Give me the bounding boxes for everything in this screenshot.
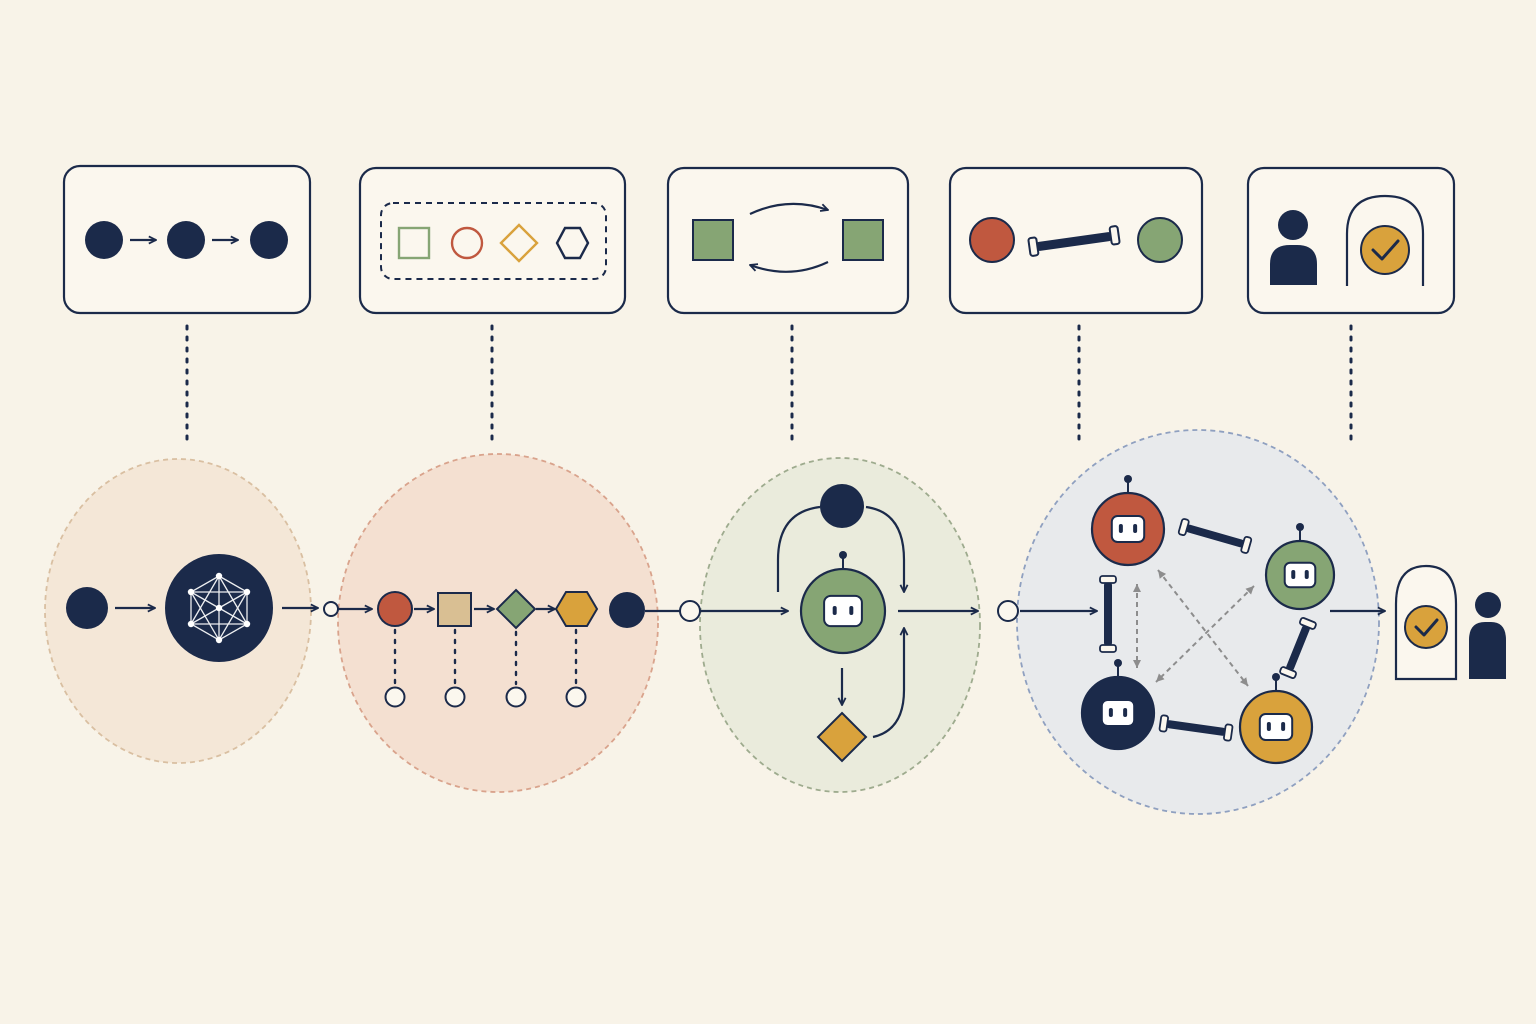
chain-node-icon [85,221,123,259]
agent-node-icon [1137,217,1183,263]
robot-agents [799,475,1336,765]
agent-node-icon [969,217,1015,263]
input-node [66,587,108,629]
robot-icon-gold [1238,673,1314,765]
stage-sequential-chain [66,554,339,662]
bone-link-icon [1099,575,1117,653]
cycle-arrow-icon [750,261,829,273]
person-icon [1469,592,1506,679]
zone-specialized-steps [337,453,659,793]
step-circle-red [377,591,413,627]
bone-links [1099,518,1317,742]
step-hexagon-gold [554,591,599,627]
approval-arch-icon [1394,564,1458,681]
stage-iterative-loop [776,484,1019,763]
junction-node [679,600,701,622]
bone-link-icon [1027,225,1121,257]
loop-source-node [820,484,864,528]
loop-check-diamond [816,711,868,763]
robot-icon-iterative [799,551,887,655]
square-icon [842,219,884,261]
cycle-arrow-icon [749,202,828,215]
square-icon [692,219,734,261]
approval-arch-icon [1345,194,1425,286]
chain-node-icon [167,221,205,259]
diamond-icon [499,223,539,263]
network-links [1133,569,1255,687]
square-icon [397,226,431,260]
panel-connectors [185,324,1353,442]
bone-link-icon [1177,518,1253,554]
junction-node [323,601,339,617]
neural-network-icon [165,554,273,662]
legend-panel-agent-network [948,166,1204,315]
step-result-node [505,686,527,708]
step-output-node [609,592,645,628]
junction-node [997,600,1019,622]
bone-link-icon [1279,617,1317,679]
bone-link-icon [1158,714,1234,742]
robot-icon-navy [1080,659,1156,751]
step-diamond-green [495,588,537,630]
legend-panel-iterative-loop [666,166,910,315]
step-square-tan [437,592,472,627]
robot-icon-green [1264,523,1336,611]
step-result-node [384,686,406,708]
person-icon [1270,210,1317,285]
legend-panel-human-approval [1246,166,1456,315]
hexagon-icon [555,226,590,260]
step-result-node [565,686,587,708]
legend-panel-specialized-steps [358,166,627,315]
step-result-node [444,686,466,708]
chain-node-icon [250,221,288,259]
main-flow [115,608,1385,611]
stage-specialized-steps [377,588,701,708]
stage-human-approval [1394,564,1506,681]
legend-panel-sequential-chain [62,164,312,315]
circle-icon [450,226,484,260]
robot-icon-red [1090,475,1166,567]
